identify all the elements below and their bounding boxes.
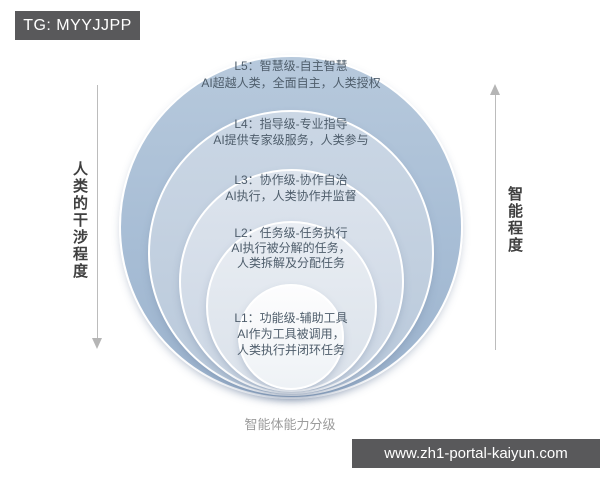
level-title-l1: L1：功能级-辅助工具	[234, 311, 348, 325]
right-axis-line	[495, 95, 496, 350]
level-title-l2: L2：任务级-任务执行	[234, 226, 348, 240]
level-desc-l2-2: 人类拆解及分配任务	[236, 256, 345, 270]
level-desc-l2-1: AI执行被分解的任务，	[231, 241, 351, 255]
level-desc-l5: AI超越人类，全面自主，人类授权	[201, 76, 381, 90]
diagram-caption: 智能体能力分级	[244, 417, 336, 432]
down-arrow-icon	[92, 338, 102, 349]
left-axis-label: 人类的干涉程度	[71, 161, 88, 280]
level-label-l1: L1：功能级-辅助工具 AI作为工具被调用， 人类执行并闭环任务	[151, 310, 431, 358]
circle-l1	[238, 284, 344, 390]
level-desc-l1-2: 人类执行并闭环任务	[236, 343, 345, 357]
level-title-l3: L3：协作级-协作自治	[234, 173, 348, 187]
level-label-l5: L5：智慧级-自主智慧 AI超越人类，全面自主，人类授权	[151, 58, 431, 92]
tg-badge: TG: MYYJJPP	[15, 11, 140, 40]
level-desc-l4: AI提供专家级服务，人类参与	[213, 133, 369, 147]
level-label-l3: L3：协作级-协作自治 AI执行，人类协作并监督	[151, 172, 431, 204]
left-axis-line	[97, 85, 98, 338]
level-desc-l1-1: AI作为工具被调用，	[237, 327, 345, 341]
level-title-l5: L5：智慧级-自主智慧	[234, 59, 348, 73]
right-axis-label: 智能程度	[506, 186, 523, 254]
watermark-bar: www.zh1-portal-kaiyun.com	[352, 439, 600, 468]
level-title-l4: L4：指导级-专业指导	[234, 117, 348, 131]
up-arrow-icon	[490, 84, 500, 95]
level-label-l4: L4：指导级-专业指导 AI提供专家级服务，人类参与	[151, 116, 431, 148]
level-label-l2: L2：任务级-任务执行 AI执行被分解的任务， 人类拆解及分配任务	[151, 226, 431, 271]
level-desc-l3: AI执行，人类协作并监督	[225, 189, 357, 203]
